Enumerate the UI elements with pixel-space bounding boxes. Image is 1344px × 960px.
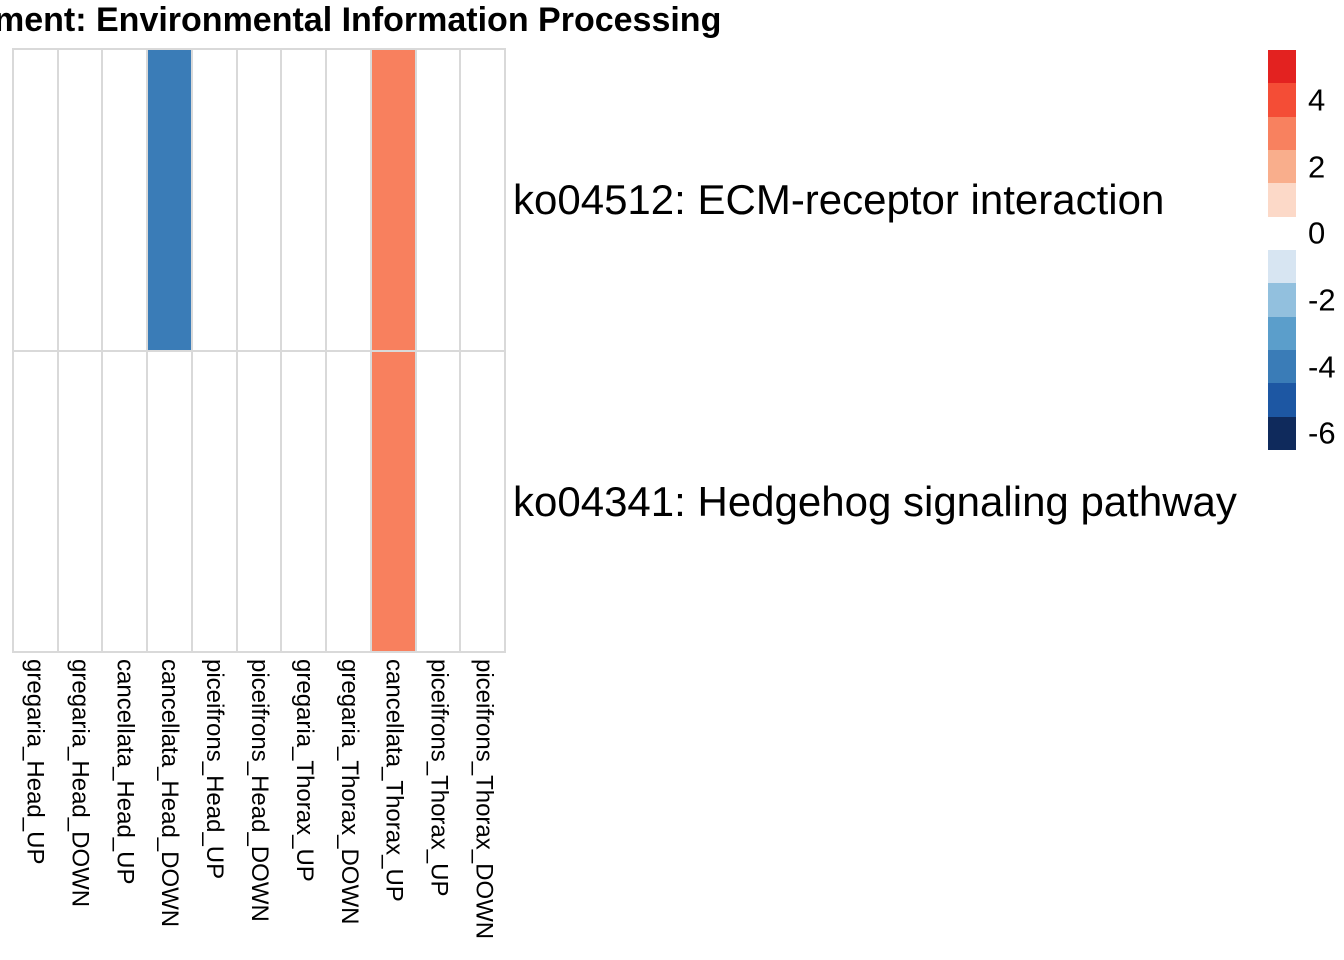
row-label: ko04512: ECM-receptor interaction (513, 176, 1165, 223)
heatmap-cell (148, 50, 191, 350)
legend-color-segment (1268, 50, 1296, 84)
column-label-slot: piceifrons_Head_UP (192, 659, 237, 939)
heatmap-cell (148, 351, 191, 651)
legend-color-segment (1268, 416, 1296, 450)
heatmap-grid (12, 48, 506, 653)
heatmap-cell (58, 351, 102, 651)
column-label-slot: gregaria_Head_UP (12, 659, 57, 939)
legend-tick-label: -6 (1308, 415, 1336, 451)
heatmap-cell (327, 351, 370, 651)
heatmap-cell (371, 351, 415, 651)
column-label-slot: cancellata_Head_UP (102, 659, 147, 939)
heatmap-cell (192, 50, 236, 350)
column-label: gregaria_Thorax_DOWN (335, 659, 363, 925)
heatmap-cell (58, 50, 102, 350)
heatmap-cell (371, 50, 415, 350)
legend-color-segment (1268, 249, 1296, 284)
column-label: cancellata_Head_UP (111, 659, 139, 885)
heatmap-cell (282, 50, 326, 350)
column-label: gregaria_Head_DOWN (66, 659, 94, 908)
heatmap-cell (14, 351, 57, 651)
row-label: ko04341: Hedgehog signaling pathway (513, 478, 1237, 525)
heatmap-cell (461, 50, 504, 350)
heatmap-cell (103, 50, 147, 350)
column-label: piceifrons_Head_UP (201, 659, 229, 880)
column-label: piceifrons_Thorax_UP (425, 659, 453, 897)
legend-color-segment (1268, 149, 1296, 184)
column-labels: gregaria_Head_UP gregaria_Head_DOWN cancel… (12, 659, 506, 939)
legend-tick-label: 0 (1308, 215, 1326, 251)
column-label-slot: gregaria_Thorax_DOWN (326, 659, 371, 939)
color-legend-bar (1268, 50, 1296, 450)
legend-tick-label: -2 (1308, 282, 1336, 318)
column-label-slot: piceifrons_Head_DOWN (237, 659, 282, 939)
heatmap-cell (416, 50, 460, 350)
legend-color-segment (1268, 383, 1296, 417)
heatmap-cell (237, 351, 281, 651)
column-label-slot: cancellata_Thorax_UP (371, 659, 416, 939)
column-label-slot: piceifrons_Thorax_UP (416, 659, 461, 939)
column-label: piceifrons_Thorax_DOWN (470, 659, 498, 940)
column-label-slot: gregaria_Head_DOWN (57, 659, 102, 939)
column-label: gregaria_Thorax_UP (290, 659, 318, 882)
column-label: gregaria_Head_UP (21, 659, 49, 865)
legend-color-segment (1268, 183, 1296, 217)
legend-color-segment (1268, 283, 1296, 317)
heatmap-cell (282, 351, 326, 651)
heatmap-cell (192, 351, 236, 651)
column-label-slot: piceifrons_Thorax_DOWN (461, 659, 506, 939)
heatmap-cell (103, 351, 147, 651)
column-label-slot: cancellata_Head_DOWN (147, 659, 192, 939)
legend-color-segment (1268, 116, 1296, 150)
chart-title: ment: Environmental Information Processi… (0, 1, 722, 39)
legend-tick-label: 4 (1308, 82, 1326, 118)
legend-tick-label: 2 (1308, 149, 1326, 185)
column-label-slot: gregaria_Thorax_UP (281, 659, 326, 939)
legend-color-segment (1268, 216, 1296, 250)
legend-color-segment (1268, 349, 1296, 384)
heatmap-cell (14, 50, 57, 350)
heatmap-cell (416, 351, 460, 651)
heatmap-cell (327, 50, 370, 350)
heatmap-cell (461, 351, 504, 651)
column-label: piceifrons_Head_DOWN (245, 659, 273, 922)
legend-color-segment (1268, 316, 1296, 350)
column-label: cancellata_Thorax_UP (380, 659, 408, 902)
legend-color-segment (1268, 83, 1296, 117)
column-label: cancellata_Head_DOWN (156, 659, 184, 928)
heatmap-cell (237, 50, 281, 350)
legend-tick-label: -4 (1308, 349, 1336, 385)
